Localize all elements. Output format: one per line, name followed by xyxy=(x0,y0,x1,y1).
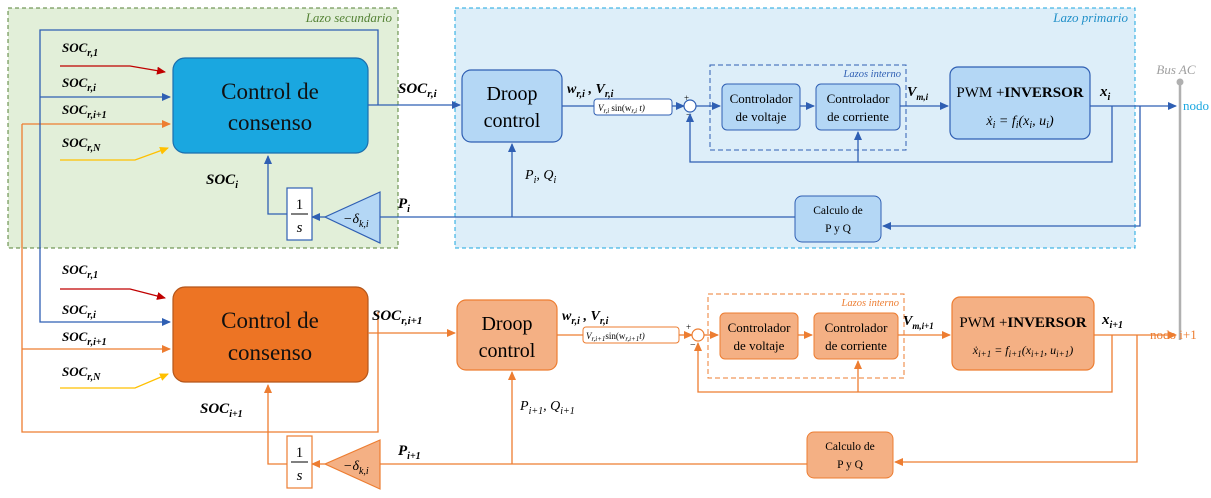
top-inverter-equation: ẋi = fi(xi, ui) xyxy=(985,114,1054,131)
bottom-node-label: nodo i+1 xyxy=(1150,327,1197,342)
bottom-inner-feedback xyxy=(694,335,1113,393)
top-inverter-title: PWM +INVERSOR xyxy=(956,85,1083,101)
bottom-consensus-output-label: SOCr,i+1 xyxy=(372,308,422,327)
bottom-line-rN xyxy=(60,373,169,389)
top-state-label: xi xyxy=(1099,84,1111,103)
top-inner-loops-label: Lazos interno xyxy=(843,69,901,80)
top-inner-loops-frame xyxy=(709,64,907,151)
top-line-r1 xyxy=(60,65,166,75)
bottom-droop-output-label: wr,i , Vr,i xyxy=(562,309,609,327)
top-consensus-block xyxy=(172,57,369,154)
bottom-pq-label: Pi+1, Qi+1 xyxy=(519,399,575,417)
bottom-input-labels: SOCr,1 SOCr,i SOCr,i+1 SOCr,N xyxy=(62,262,107,383)
ac-bus-node xyxy=(1176,78,1184,86)
top-sine-block xyxy=(593,98,673,116)
top-current-controller xyxy=(815,83,901,131)
top-pq-block xyxy=(794,195,882,243)
top-sum-plus: + xyxy=(684,93,689,103)
bottom-state-label: xi+1 xyxy=(1101,312,1123,331)
top-pq-line1: Calculo de xyxy=(813,205,863,217)
bottom-inverter-block xyxy=(951,296,1095,371)
top-current-line1: Controlador xyxy=(827,91,890,106)
top-input-soc-ri: SOCr,i xyxy=(62,75,96,94)
primary-loop-label: Lazo primario xyxy=(1052,10,1128,25)
bottom-input-soc-ri1: SOCr,i+1 xyxy=(62,329,107,348)
bottom-current-line2: de corriente xyxy=(825,338,887,353)
bottom-gain-label: −δk,i xyxy=(343,459,369,477)
bottom-soc-label: SOCi+1 xyxy=(200,401,243,420)
ac-bus-label: Bus AC xyxy=(1156,62,1195,77)
bottom-input-soc-r1: SOCr,1 xyxy=(62,262,98,281)
top-voltage-line2: de voltaje xyxy=(736,109,787,124)
top-int-den: s xyxy=(297,220,303,236)
bottom-consensus-line1: Control de xyxy=(221,308,319,333)
top-line-rN xyxy=(60,146,169,161)
top-vm-label: Vm,i xyxy=(907,85,929,102)
top-pq-line2: P y Q xyxy=(825,223,851,235)
top-input-soc-rN: SOCr,N xyxy=(62,135,101,154)
top-droop-line1: Droop xyxy=(486,83,537,105)
top-sum-minus: − xyxy=(686,110,692,121)
bottom-current-controller xyxy=(813,312,899,360)
bottom-pq-feed xyxy=(894,335,1138,466)
bottom-consensus-line2: consenso xyxy=(228,340,312,365)
bottom-sum-plus: + xyxy=(686,322,691,332)
top-inner-feedback xyxy=(686,106,1113,163)
top-soc-label: SOCi xyxy=(206,172,238,191)
bottom-sine-label: Vr,i+1sin(wr,i+1t) xyxy=(586,331,645,343)
bottom-pq-line1: Calculo de xyxy=(825,441,875,453)
bottom-power-label: Pi+1 xyxy=(398,443,421,462)
bottom-line-r1 xyxy=(60,288,166,300)
top-gain-block xyxy=(323,191,381,244)
top-sine-label: Vr,i sin(wr,i t) xyxy=(598,103,645,115)
bottom-inverter-title: PWM +INVERSOR xyxy=(959,315,1086,331)
top-consensus-line1: Control de xyxy=(221,79,319,104)
top-voltage-controller xyxy=(721,83,801,131)
top-consensus-output-label: SOCr,i xyxy=(398,81,438,100)
bottom-droop-line2: control xyxy=(479,340,536,362)
bottom-inner-loops-frame xyxy=(707,293,905,379)
bottom-vm-label: Vm,i+1 xyxy=(903,314,934,331)
bottom-consensus-block xyxy=(172,286,369,383)
top-ri-feed xyxy=(21,124,379,433)
bottom-voltage-line2: de voltaje xyxy=(734,338,785,353)
bottom-voltage-line1: Controlador xyxy=(728,320,791,335)
bottom-int-to-consensus xyxy=(264,384,287,465)
top-consensus-line2: consenso xyxy=(228,110,312,135)
top-input-soc-r1: SOCr,1 xyxy=(62,40,98,59)
top-droop-line2: control xyxy=(484,110,541,132)
top-input-labels: SOCr,1 SOCr,i SOCr,i+1 SOCr,N xyxy=(62,40,107,154)
top-pq-feed xyxy=(882,106,1141,230)
top-current-line2: de corriente xyxy=(827,109,889,124)
bottom-droop-line1: Droop xyxy=(481,313,532,335)
bottom-int-num: 1 xyxy=(296,445,304,461)
bottom-inverter-equation: ẋi+1 = fi+1(xi+1, ui+1) xyxy=(972,343,1073,359)
top-voltage-line1: Controlador xyxy=(730,91,793,106)
top-droop-output-label: wr,i , Vr,i xyxy=(567,82,614,100)
top-node-label: nodo i xyxy=(1183,98,1211,113)
bottom-input-soc-rN: SOCr,N xyxy=(62,364,101,383)
bottom-current-line1: Controlador xyxy=(825,320,888,335)
bottom-inner-loops-label: Lazos interno xyxy=(841,298,899,309)
top-gain-label: −δk,i xyxy=(343,212,369,230)
bottom-gain-block xyxy=(323,439,381,490)
bottom-pq-line2: P y Q xyxy=(837,459,863,471)
bottom-voltage-controller xyxy=(719,312,799,360)
bottom-int-den: s xyxy=(297,468,303,484)
secondary-loop-label: Lazo secundario xyxy=(305,10,393,25)
bottom-pq-block xyxy=(806,431,894,479)
top-input-soc-ri1: SOCr,i+1 xyxy=(62,102,107,121)
bottom-input-soc-ri: SOCr,i xyxy=(62,302,96,321)
top-int-to-consensus xyxy=(264,155,287,215)
top-int-num: 1 xyxy=(296,197,304,213)
top-soc-ri-feedback xyxy=(39,29,379,326)
bottom-sum-minus: − xyxy=(690,340,696,351)
top-inverter-block xyxy=(949,66,1091,140)
top-power-label: Pi xyxy=(398,196,410,215)
top-pq-label: Pi, Qi xyxy=(524,168,556,186)
